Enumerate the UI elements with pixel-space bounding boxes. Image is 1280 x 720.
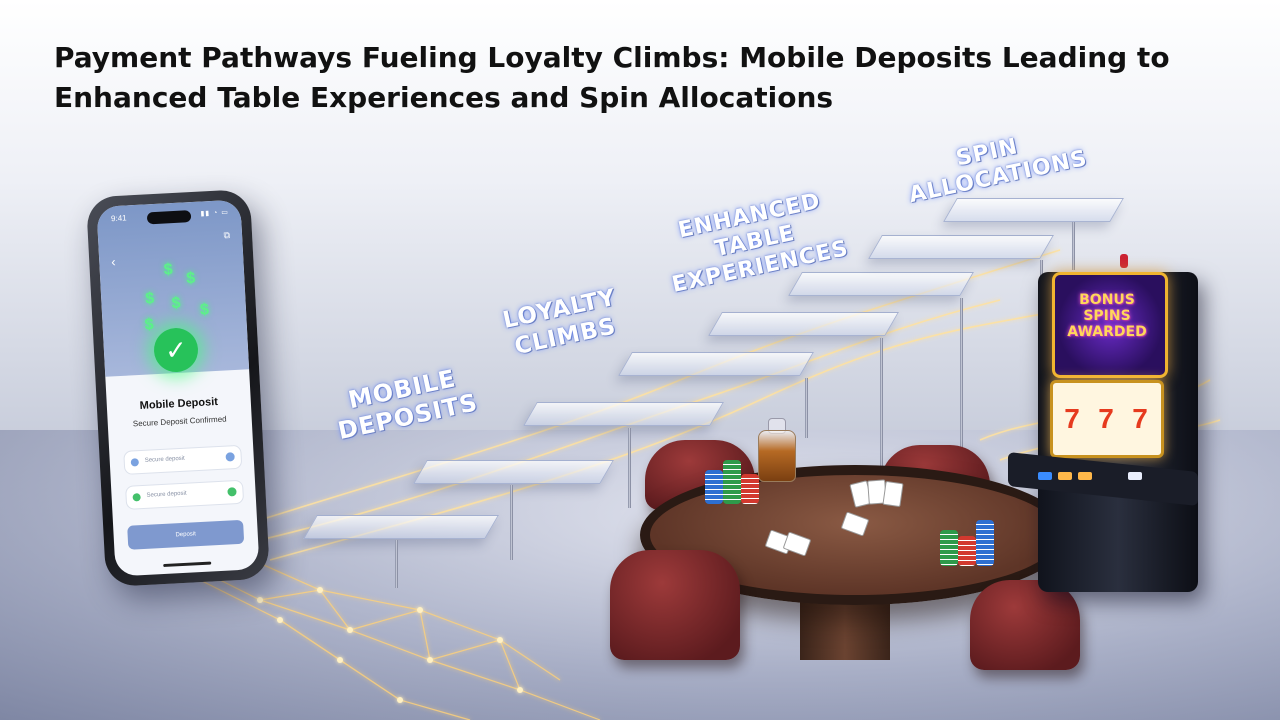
row-label: Secure deposit: [146, 490, 187, 499]
chip-stack: [705, 470, 723, 504]
network-node: [337, 657, 343, 663]
bonus-spins-banner: BONUS SPINS AWARDED: [1067, 292, 1147, 340]
stair-step: [413, 460, 614, 484]
signal-battery-icon: ▮▮ ◔ ▭: [200, 209, 230, 218]
network-line: [259, 589, 521, 691]
network-line: [199, 579, 471, 720]
whiskey-decanter: [758, 430, 796, 482]
network-node: [257, 597, 263, 603]
deposit-button[interactable]: Deposit: [127, 519, 245, 550]
stair-step: [788, 272, 974, 296]
chair: [610, 550, 740, 660]
dollar-icon: $: [171, 294, 181, 313]
phone-notch: [146, 210, 192, 225]
stair-leg: [960, 298, 963, 448]
network-node: [497, 637, 503, 643]
chip-stack: [723, 460, 741, 504]
reel-symbol: 7: [1132, 403, 1148, 434]
deposit-detail-row[interactable]: Secure deposit: [125, 479, 245, 510]
slot-bet-button[interactable]: [1058, 472, 1072, 480]
playing-card: [882, 480, 904, 508]
slot-bet-button[interactable]: [1078, 472, 1092, 480]
page-title-line-2: Enhanced Table Experiences and Spin Allo…: [54, 81, 834, 114]
smartphone: 9:41 ▮▮ ◔ ▭ ‹ ⧉ $ $ $ $ $ $ ✓ Mobile Dep…: [85, 188, 271, 588]
dollar-icon: $: [199, 301, 210, 319]
home-indicator: [163, 561, 212, 568]
network-node: [427, 657, 433, 663]
row-label: Secure deposit: [144, 455, 185, 464]
row-dot-icon: [130, 458, 140, 467]
stair-step: [303, 515, 499, 539]
stair-leg: [805, 378, 808, 438]
chip-stack: [940, 530, 958, 566]
slot-spin-button[interactable]: [1038, 472, 1052, 480]
stair-step: [618, 352, 814, 376]
page-title-line-1: Payment Pathways Fueling Loyalty Climbs:…: [54, 41, 1170, 74]
page-title: Payment Pathways Fueling Loyalty Climbs:…: [54, 38, 1204, 118]
share-icon[interactable]: ⧉: [223, 230, 231, 241]
chair: [970, 580, 1080, 670]
slot-machine: BONUS SPINS AWARDED 7 7 7: [1008, 254, 1202, 596]
reel-symbol: 7: [1064, 403, 1080, 434]
stair-step: [868, 235, 1054, 259]
stair-leg: [395, 540, 398, 588]
back-chevron-icon[interactable]: ‹: [110, 254, 117, 270]
status-time: 9:41: [110, 213, 127, 224]
row-dot-icon: [132, 493, 141, 502]
dollar-icon: $: [144, 290, 155, 308]
deposit-title: Mobile Deposit: [139, 395, 219, 413]
row-status-icon: [227, 487, 237, 497]
stair-leg: [628, 428, 631, 508]
slot-reels: 7 7 7: [1050, 380, 1164, 458]
dollar-icon: $: [185, 269, 196, 288]
stair-leg: [880, 338, 883, 468]
dollar-icon: $: [163, 261, 174, 279]
stair-leg: [1072, 222, 1075, 270]
network-node: [517, 687, 523, 693]
reel-symbol: 7: [1098, 403, 1114, 434]
phone-screen: 9:41 ▮▮ ◔ ▭ ‹ ⧉ $ $ $ $ $ $ ✓ Mobile Dep…: [96, 199, 260, 577]
dollar-icon: $: [144, 316, 155, 334]
stair-step: [943, 198, 1124, 222]
row-status-icon: [225, 452, 235, 462]
chip-stack: [958, 536, 976, 566]
slot-cashout-button[interactable]: [1128, 472, 1142, 480]
network-node: [347, 627, 353, 633]
stair-step: [708, 312, 899, 336]
stair-step: [523, 402, 724, 426]
network-node: [317, 587, 323, 593]
stair-leg: [510, 485, 513, 560]
chip-stack: [976, 520, 994, 566]
deposit-detail-row[interactable]: Secure deposit: [123, 444, 243, 475]
chip-stack: [741, 474, 759, 504]
network-node: [417, 607, 423, 613]
network-node: [397, 697, 403, 703]
slot-topper: [1052, 272, 1168, 378]
slot-top-light: [1120, 254, 1128, 268]
network-line: [179, 559, 601, 720]
deposit-subtitle: Secure Deposit Confirmed: [132, 414, 227, 429]
blackjack-table-scene: [610, 418, 1080, 670]
network-node: [277, 617, 283, 623]
